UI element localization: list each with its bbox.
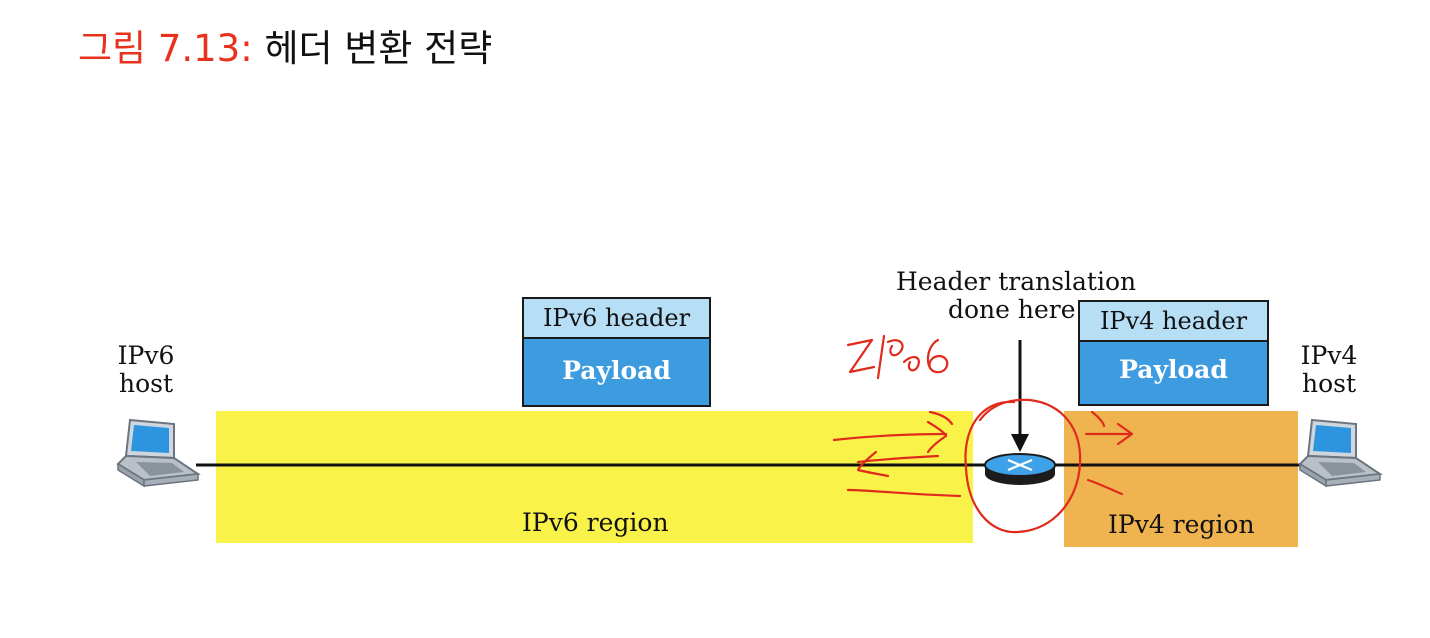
ipv6-header-field: IPv6 header — [524, 299, 709, 339]
ipv6-host-label: IPv6 host — [108, 342, 184, 398]
ipv4-region-label: IPv4 region — [1108, 510, 1255, 539]
figure-number: 그림 7.13: — [78, 27, 253, 70]
ipv6-packet: IPv6 header Payload — [522, 297, 711, 407]
figure-title: 그림 7.13: 헤더 변환 전략 — [78, 18, 492, 72]
ipv6-host-laptop-icon — [116, 418, 201, 488]
header-translation-line2: done here — [948, 295, 1076, 324]
ipv4-host-label-line1: IPv4 — [1300, 341, 1358, 370]
ipv4-payload-field: Payload — [1080, 342, 1267, 404]
ipv4-host-laptop-icon — [1298, 418, 1383, 488]
translation-arrow-head — [1011, 434, 1029, 452]
ipv6-region-label: IPv6 region — [522, 508, 669, 537]
router-icon — [984, 453, 1056, 485]
ipv4-host-label: IPv4 host — [1290, 342, 1368, 398]
ipv4-host-label-line2: host — [1301, 369, 1357, 398]
ipv4-header-field: IPv4 header — [1080, 302, 1267, 342]
header-translation-line1: Header translation — [896, 267, 1137, 296]
ipv6-host-label-line1: IPv6 — [117, 341, 175, 370]
figure-caption: 헤더 변환 전략 — [264, 27, 493, 70]
header-translation-label: Header translation done here — [896, 268, 1136, 324]
ipv4-packet: IPv4 header Payload — [1078, 300, 1269, 406]
ipv6-host-label-line2: host — [118, 369, 174, 398]
ipv6-region — [216, 411, 973, 543]
handwritten-annotation — [832, 334, 1134, 534]
ipv6-payload-field: Payload — [524, 339, 709, 405]
